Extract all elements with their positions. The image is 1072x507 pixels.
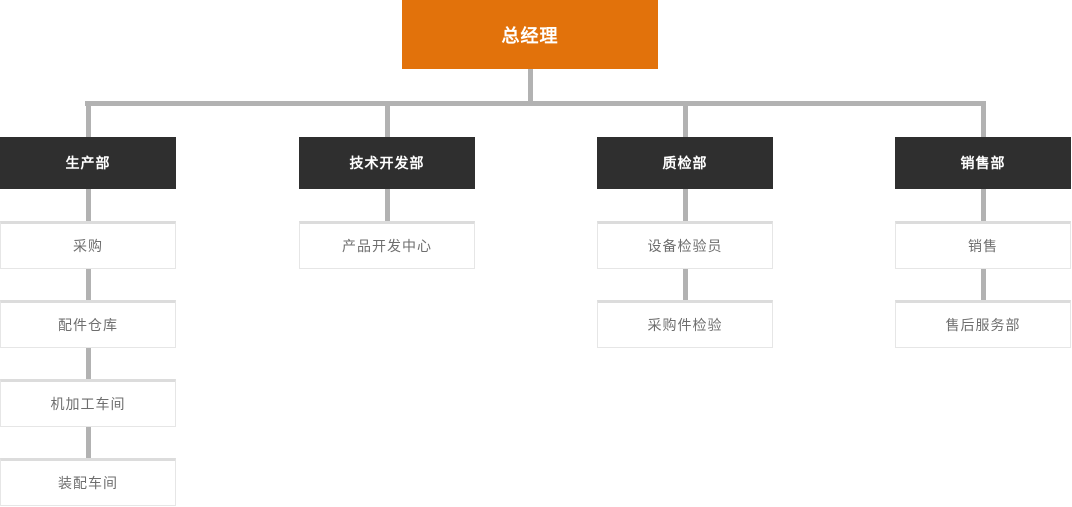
node-after-sales-service: 售后服务部 <box>895 300 1071 348</box>
node-sales-dept: 销售部 <box>895 137 1071 189</box>
node-sales: 销售 <box>895 221 1071 269</box>
node-parts-warehouse: 配件仓库 <box>0 300 176 348</box>
node-production-dept: 生产部 <box>0 137 176 189</box>
branch-tech-development: 技术开发部 产品开发中心 <box>299 101 475 507</box>
node-product-dev-center: 产品开发中心 <box>299 221 475 269</box>
node-machining-workshop: 机加工车间 <box>0 379 176 427</box>
connector-drop-sales <box>980 101 986 137</box>
connector-stub <box>85 269 91 300</box>
node-tech-development-dept: 技术开发部 <box>299 137 475 189</box>
node-purchased-parts-inspection: 采购件检验 <box>597 300 773 348</box>
connector-horizontal <box>85 101 986 106</box>
connector-stub <box>682 269 688 300</box>
branch-quality-inspection: 质检部 设备检验员 采购件检验 <box>597 101 773 507</box>
connector-stub <box>85 427 91 458</box>
connector-stub <box>682 189 688 221</box>
branch-sales: 销售部 销售 售后服务部 <box>895 101 1071 507</box>
connector-root-stub <box>528 69 533 101</box>
node-procurement: 采购 <box>0 221 176 269</box>
connector-stub <box>980 189 986 221</box>
branch-production: 生产部 采购 配件仓库 机加工车间 装配车间 <box>0 101 176 507</box>
node-quality-inspection-dept: 质检部 <box>597 137 773 189</box>
connector-stub <box>85 189 91 221</box>
node-equipment-inspector: 设备检验员 <box>597 221 773 269</box>
connector-drop-production <box>85 101 91 137</box>
connector-stub <box>980 269 986 300</box>
connector-stub <box>384 189 390 221</box>
node-general-manager: 总经理 <box>402 0 658 69</box>
connector-drop-quality-inspection <box>682 101 688 137</box>
connector-stub <box>85 348 91 379</box>
node-assembly-workshop: 装配车间 <box>0 458 176 506</box>
connector-drop-tech-development <box>384 101 390 137</box>
